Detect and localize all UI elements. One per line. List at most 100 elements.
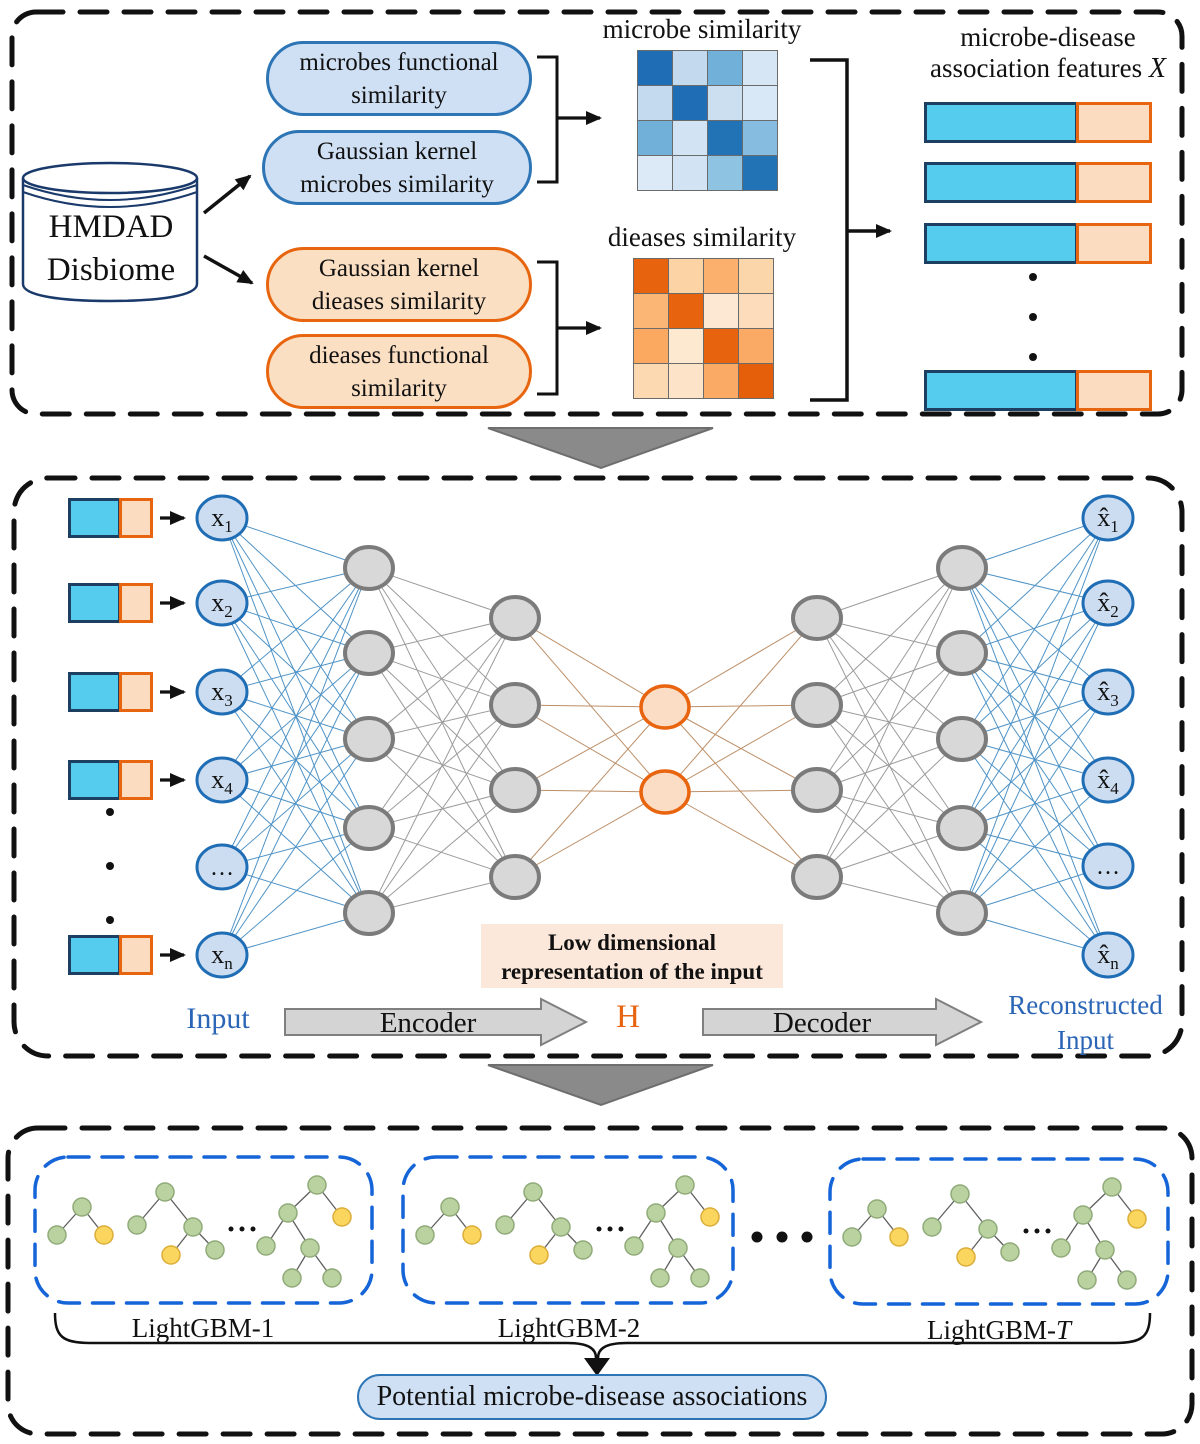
features-title: microbe-disease association features X bbox=[903, 22, 1193, 84]
network-node bbox=[936, 716, 988, 762]
network-node bbox=[195, 494, 249, 542]
tree-split-node bbox=[332, 1207, 352, 1227]
network-edge bbox=[961, 517, 1109, 829]
tree-leaf-node bbox=[1102, 1177, 1122, 1197]
microbe-similarity-matrix bbox=[637, 50, 778, 191]
network-edge bbox=[221, 567, 370, 868]
network-edge bbox=[961, 517, 1109, 914]
tree-leaf-node bbox=[646, 1203, 666, 1223]
reconstructed-line1: Reconstructed bbox=[1008, 990, 1163, 1020]
lightgbm-box bbox=[828, 1157, 1170, 1306]
input-disease-part bbox=[119, 583, 153, 623]
brace-arrowhead-icon bbox=[584, 1358, 610, 1376]
tree-leaf-node bbox=[624, 1236, 644, 1256]
bottleneck-label: H bbox=[616, 999, 640, 1035]
network-edge bbox=[664, 617, 818, 708]
feature-vector-bar bbox=[924, 162, 1152, 203]
input-disease-part bbox=[119, 672, 153, 712]
network-edge bbox=[816, 567, 963, 791]
tree-leaf-node bbox=[842, 1227, 862, 1247]
network-edge bbox=[368, 617, 516, 740]
network-edge bbox=[961, 602, 1109, 740]
flow-triangle-icon bbox=[487, 1064, 714, 1107]
tree-leaf-node bbox=[415, 1225, 435, 1245]
feature-vector-bar bbox=[924, 223, 1152, 264]
bracket-matrices bbox=[810, 58, 849, 402]
tree-ellipsis-icon bbox=[618, 1226, 624, 1232]
feature-vector-bar bbox=[924, 370, 1152, 411]
input-disease-part bbox=[119, 935, 153, 975]
tree-ellipsis-icon bbox=[1045, 1228, 1051, 1234]
input-vector-bar bbox=[68, 672, 153, 712]
tree-leaf-node bbox=[650, 1268, 670, 1288]
network-edge bbox=[221, 652, 370, 868]
microbe-matrix-cell bbox=[743, 51, 777, 85]
network-edge bbox=[368, 567, 516, 619]
network-edge bbox=[221, 827, 370, 956]
microbe-matrix-cell bbox=[638, 86, 672, 120]
network-edge bbox=[368, 617, 516, 829]
network-node bbox=[1081, 756, 1135, 804]
network-node bbox=[195, 756, 249, 804]
network-node bbox=[343, 805, 395, 851]
network-node bbox=[489, 595, 541, 641]
tree-leaf-node bbox=[1077, 1270, 1097, 1290]
feature-microbe-part bbox=[924, 102, 1078, 143]
tree-leaf-node bbox=[668, 1238, 688, 1258]
disease-matrix-cell bbox=[739, 364, 773, 398]
tree-leaf-node bbox=[690, 1268, 710, 1288]
tree-leaf-node bbox=[523, 1182, 543, 1202]
lightgbm-1-label: LightGBM-1 bbox=[131, 1313, 275, 1343]
tree-leaf-node bbox=[155, 1182, 175, 1202]
result-pill: Potential microbe-disease associations bbox=[357, 1374, 827, 1420]
tree-leaf-node bbox=[675, 1175, 695, 1195]
tree-leaf-node bbox=[1051, 1238, 1071, 1258]
tree-ellipsis-icon bbox=[596, 1226, 602, 1232]
network-node bbox=[489, 767, 541, 813]
pill-text: similarity bbox=[351, 81, 447, 109]
decoder-arrow-icon bbox=[702, 997, 984, 1047]
network-edge bbox=[664, 706, 818, 878]
network-edge bbox=[368, 567, 516, 706]
disease-matrix-cell bbox=[704, 329, 738, 363]
pill-text: dieases similarity bbox=[311, 287, 487, 315]
features-ellipsis-icon bbox=[1029, 273, 1037, 361]
bracket-disease bbox=[537, 260, 559, 396]
disease-matrix-cell bbox=[669, 259, 703, 293]
pill-text: dieases functional bbox=[309, 341, 489, 369]
tree-leaf-node bbox=[1000, 1242, 1020, 1262]
tree-leaf-node bbox=[183, 1217, 203, 1237]
network-node bbox=[1081, 668, 1135, 716]
lowdim-line2: representation of the input bbox=[501, 959, 763, 984]
disease-matrix-cell bbox=[634, 294, 668, 328]
network-edge bbox=[514, 617, 666, 793]
lightgbm-t-label: LightGBM-T bbox=[926, 1315, 1072, 1345]
ensemble-ellipsis-icon bbox=[751, 1231, 813, 1243]
network-edge bbox=[514, 791, 666, 878]
disease-matrix-cell bbox=[704, 259, 738, 293]
feature-disease-part bbox=[1076, 102, 1152, 143]
disease-matrix-cell bbox=[669, 364, 703, 398]
network-edge bbox=[221, 738, 370, 956]
tree-leaf-node bbox=[1095, 1240, 1115, 1260]
microbe-matrix-cell bbox=[673, 86, 707, 120]
network-edge bbox=[221, 567, 370, 956]
network-edge bbox=[816, 704, 963, 829]
decoder-label: Decoder bbox=[773, 1007, 872, 1039]
tree-leaf-node bbox=[978, 1219, 998, 1239]
input-microbe-part bbox=[68, 760, 121, 800]
tree-ellipsis-icon bbox=[228, 1226, 234, 1232]
network-edge bbox=[961, 602, 1109, 914]
network-edge bbox=[961, 779, 1109, 914]
network-node bbox=[343, 716, 395, 762]
network-edge bbox=[664, 704, 818, 793]
network-node bbox=[195, 931, 249, 979]
pill-gaussian-kernel-microbes: Gaussian kernel microbes similarity bbox=[262, 130, 532, 205]
network-node bbox=[791, 854, 843, 900]
network-edge bbox=[816, 652, 963, 878]
network-edge bbox=[221, 602, 370, 914]
network-edge bbox=[961, 567, 1109, 956]
node-label: … bbox=[1096, 854, 1120, 880]
